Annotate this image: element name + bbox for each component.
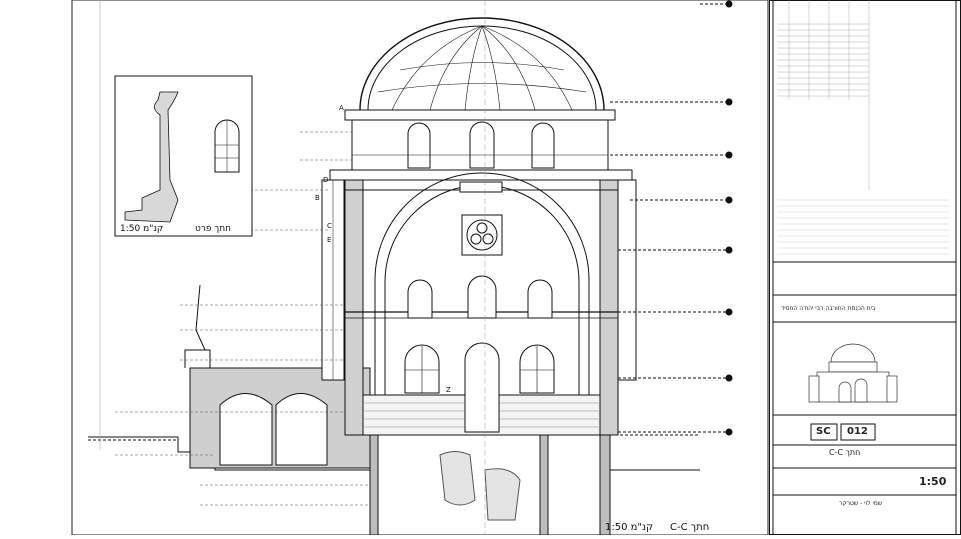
upper-windows <box>407 275 553 319</box>
basement-right <box>369 434 611 536</box>
level-markers <box>610 0 733 436</box>
building-walls <box>329 169 633 436</box>
thumbnail-elevation <box>808 343 898 403</box>
main-scale-caption: 1:50 קנ"מ <box>605 522 654 533</box>
designer: שמי לוי - שטרקר <box>839 500 883 507</box>
lower-windows <box>404 342 555 433</box>
sheet-number: 012 <box>847 426 868 437</box>
marker-e: E <box>327 236 331 244</box>
right-terrain <box>610 434 700 471</box>
detail-scale-caption: 1:50 קנ"מ <box>120 224 164 234</box>
sheet-title: C-C חתך <box>829 448 861 457</box>
title-block: SC 012 C-C חתך 1:50 שמי לוי - שטרקר בית … <box>769 0 961 535</box>
vault-block <box>189 367 371 469</box>
detail-inset <box>114 75 253 237</box>
scale: 1:50 <box>919 475 947 488</box>
rosette-window <box>461 214 503 256</box>
title-block-frame <box>769 0 961 535</box>
dome <box>359 17 605 111</box>
marker-a: A <box>339 104 344 112</box>
building-name: בית הכנסת החורבה רבי יהודה החסיד <box>781 305 876 312</box>
sheet-code-prefix: SC <box>816 426 831 437</box>
left-platform <box>184 284 345 369</box>
section-markers-text: A B C D E Z <box>315 104 451 394</box>
marker-b: B <box>315 194 320 202</box>
main-section-caption: C-C חתך <box>670 522 710 533</box>
marker-z: Z <box>446 386 451 394</box>
marker-d: D <box>323 176 328 184</box>
inscription-plaque <box>459 181 503 193</box>
drum <box>344 109 616 171</box>
detail-caption: חתך פרט <box>195 224 232 234</box>
marker-c: C <box>327 222 332 230</box>
